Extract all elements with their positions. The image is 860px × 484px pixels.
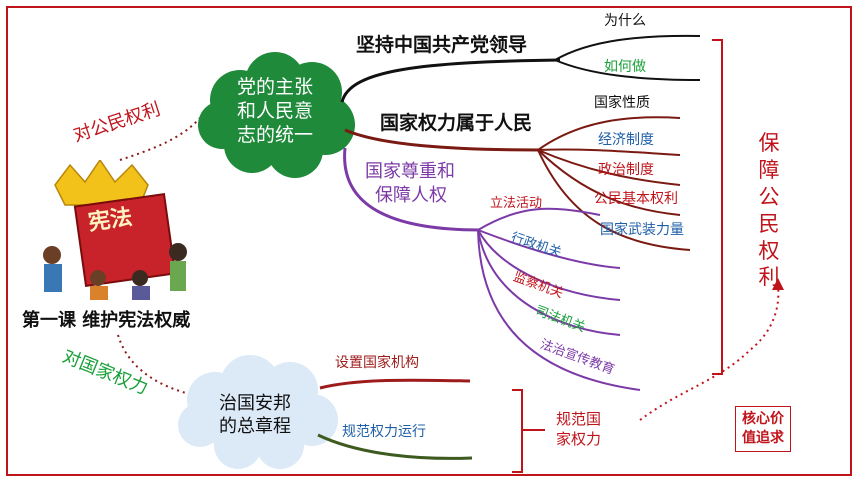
core-value-line-2: 值追求 [742,429,784,446]
cloud-top-text: 党的主张 和人民意 志的统一 [225,76,325,147]
course-title: 第一课 维护宪法权威 [22,310,191,331]
child-economic-system: 经济制度 [598,132,654,148]
vertical-char-6: 利 [758,265,780,290]
vertical-char-4: 民 [758,211,780,236]
bracket-right [712,39,723,375]
child-why: 为什么 [604,13,646,29]
bracket-mid [512,389,523,473]
protect-citizen-rights: 保 障 公 民 权 利 [757,130,781,291]
child-armed-forces: 国家武装力量 [600,222,684,238]
dotted-arrow-to-protect [639,284,780,421]
regulate-power-line-1: 规范国 [556,410,602,428]
vertical-char-3: 公 [758,184,780,209]
bubble-line-2: 的总章程 [219,415,291,437]
branch-power-to-people: 国家权力属于人民 [380,112,533,134]
constitution-illustration: 宪法 [40,158,190,300]
branch-human-rights: 国家尊重和 保障人权 [365,160,455,209]
page-frame [6,6,852,476]
bubble-bottom-text: 治国安邦 的总章程 [200,393,310,438]
core-value-line-1: 核心价 [742,411,784,427]
vertical-char-5: 权 [758,238,780,263]
bubble-bottom [178,355,338,469]
child-state-nature: 国家性质 [594,95,650,111]
cloud-top-line-1: 党的主张 [236,76,313,98]
branch-set-organs: 设置国家机构 [335,355,419,371]
constitution-label: 宪法 [86,205,134,236]
core-value-box: 核心价 值追求 [735,406,791,452]
cloud-top-line-3: 志的统一 [236,123,313,146]
child-how: 如何做 [604,59,646,75]
bubble-line-1: 治国安邦 [219,393,291,414]
cloud-top [198,52,355,178]
child-basic-rights: 公民基本权利 [594,191,678,207]
branch-human-rights-line-1: 国家尊重和 [365,161,455,182]
branch-party-leadership: 坚持中国共产党领导 [356,34,528,56]
branch-regulate-power: 规范国 家权力 [556,410,601,449]
branch-regulate-operation: 规范权力运行 [342,424,426,440]
vertical-char-1: 保 [758,131,780,155]
child-political-system: 政治制度 [598,162,654,178]
vertical-char-2: 障 [758,157,780,182]
child-legislation: 立法活动 [490,196,543,211]
cloud-top-line-2: 和人民意 [236,99,313,122]
regulate-power-line-2: 家权力 [556,429,602,448]
branch-human-rights-line-2: 保障人权 [375,185,447,207]
book-icon [73,192,177,288]
